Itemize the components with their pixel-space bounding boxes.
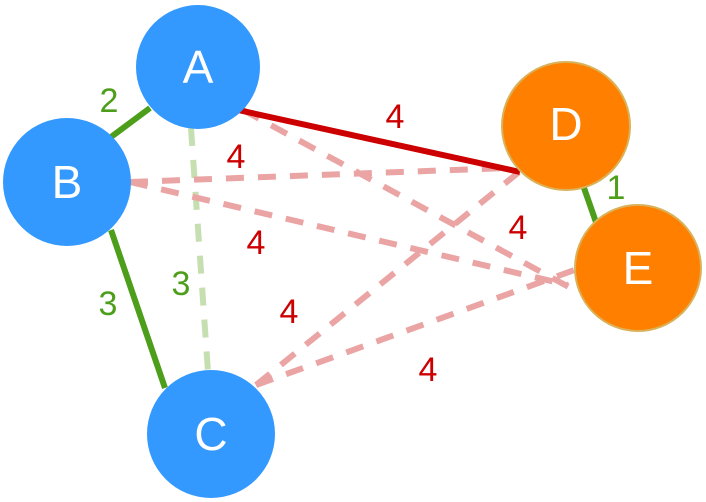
edge-label-c-e: 4 — [419, 351, 438, 389]
edge-a-b — [109, 105, 152, 140]
node-e[interactable]: E — [574, 204, 702, 332]
edge-label-a-c: 3 — [172, 265, 191, 303]
edge-label-a-d: 4 — [386, 98, 405, 136]
edge-c-e — [254, 265, 582, 388]
edge-b-d — [129, 165, 509, 185]
edge-label-c-d: 4 — [280, 293, 299, 331]
edge-labels-layer: 2 3 3 4 4 4 4 4 4 1 — [99, 82, 626, 389]
edge-label-b-c: 3 — [99, 285, 118, 323]
node-c-circle — [147, 370, 275, 498]
node-a-circle — [136, 5, 260, 129]
node-e-label: E — [623, 242, 654, 294]
edge-b-c — [108, 229, 168, 389]
node-b-circle — [3, 118, 131, 246]
node-d[interactable]: D — [501, 61, 631, 191]
node-e-circle — [574, 204, 702, 332]
edge-label-b-d: 4 — [227, 138, 246, 176]
node-c-label: C — [194, 408, 227, 460]
node-a[interactable]: A — [136, 5, 260, 129]
edge-a-d — [237, 107, 521, 175]
node-d-circle — [501, 61, 631, 191]
node-b-label: B — [52, 156, 83, 208]
edge-label-a-e: 4 — [509, 209, 528, 247]
edge-c-d — [254, 165, 526, 388]
edge-b-e — [129, 179, 569, 288]
edge-label-d-e: 1 — [607, 169, 626, 207]
nodes-layer: A B C D E — [3, 5, 702, 498]
node-d-label: D — [549, 98, 582, 150]
edge-label-b-e: 4 — [247, 224, 266, 262]
node-a-label: A — [183, 41, 214, 93]
node-c[interactable]: C — [147, 370, 275, 498]
node-b[interactable]: B — [3, 118, 131, 246]
edge-a-c — [188, 127, 211, 373]
edges-layer — [108, 105, 601, 389]
edge-label-a-b: 2 — [100, 82, 119, 120]
